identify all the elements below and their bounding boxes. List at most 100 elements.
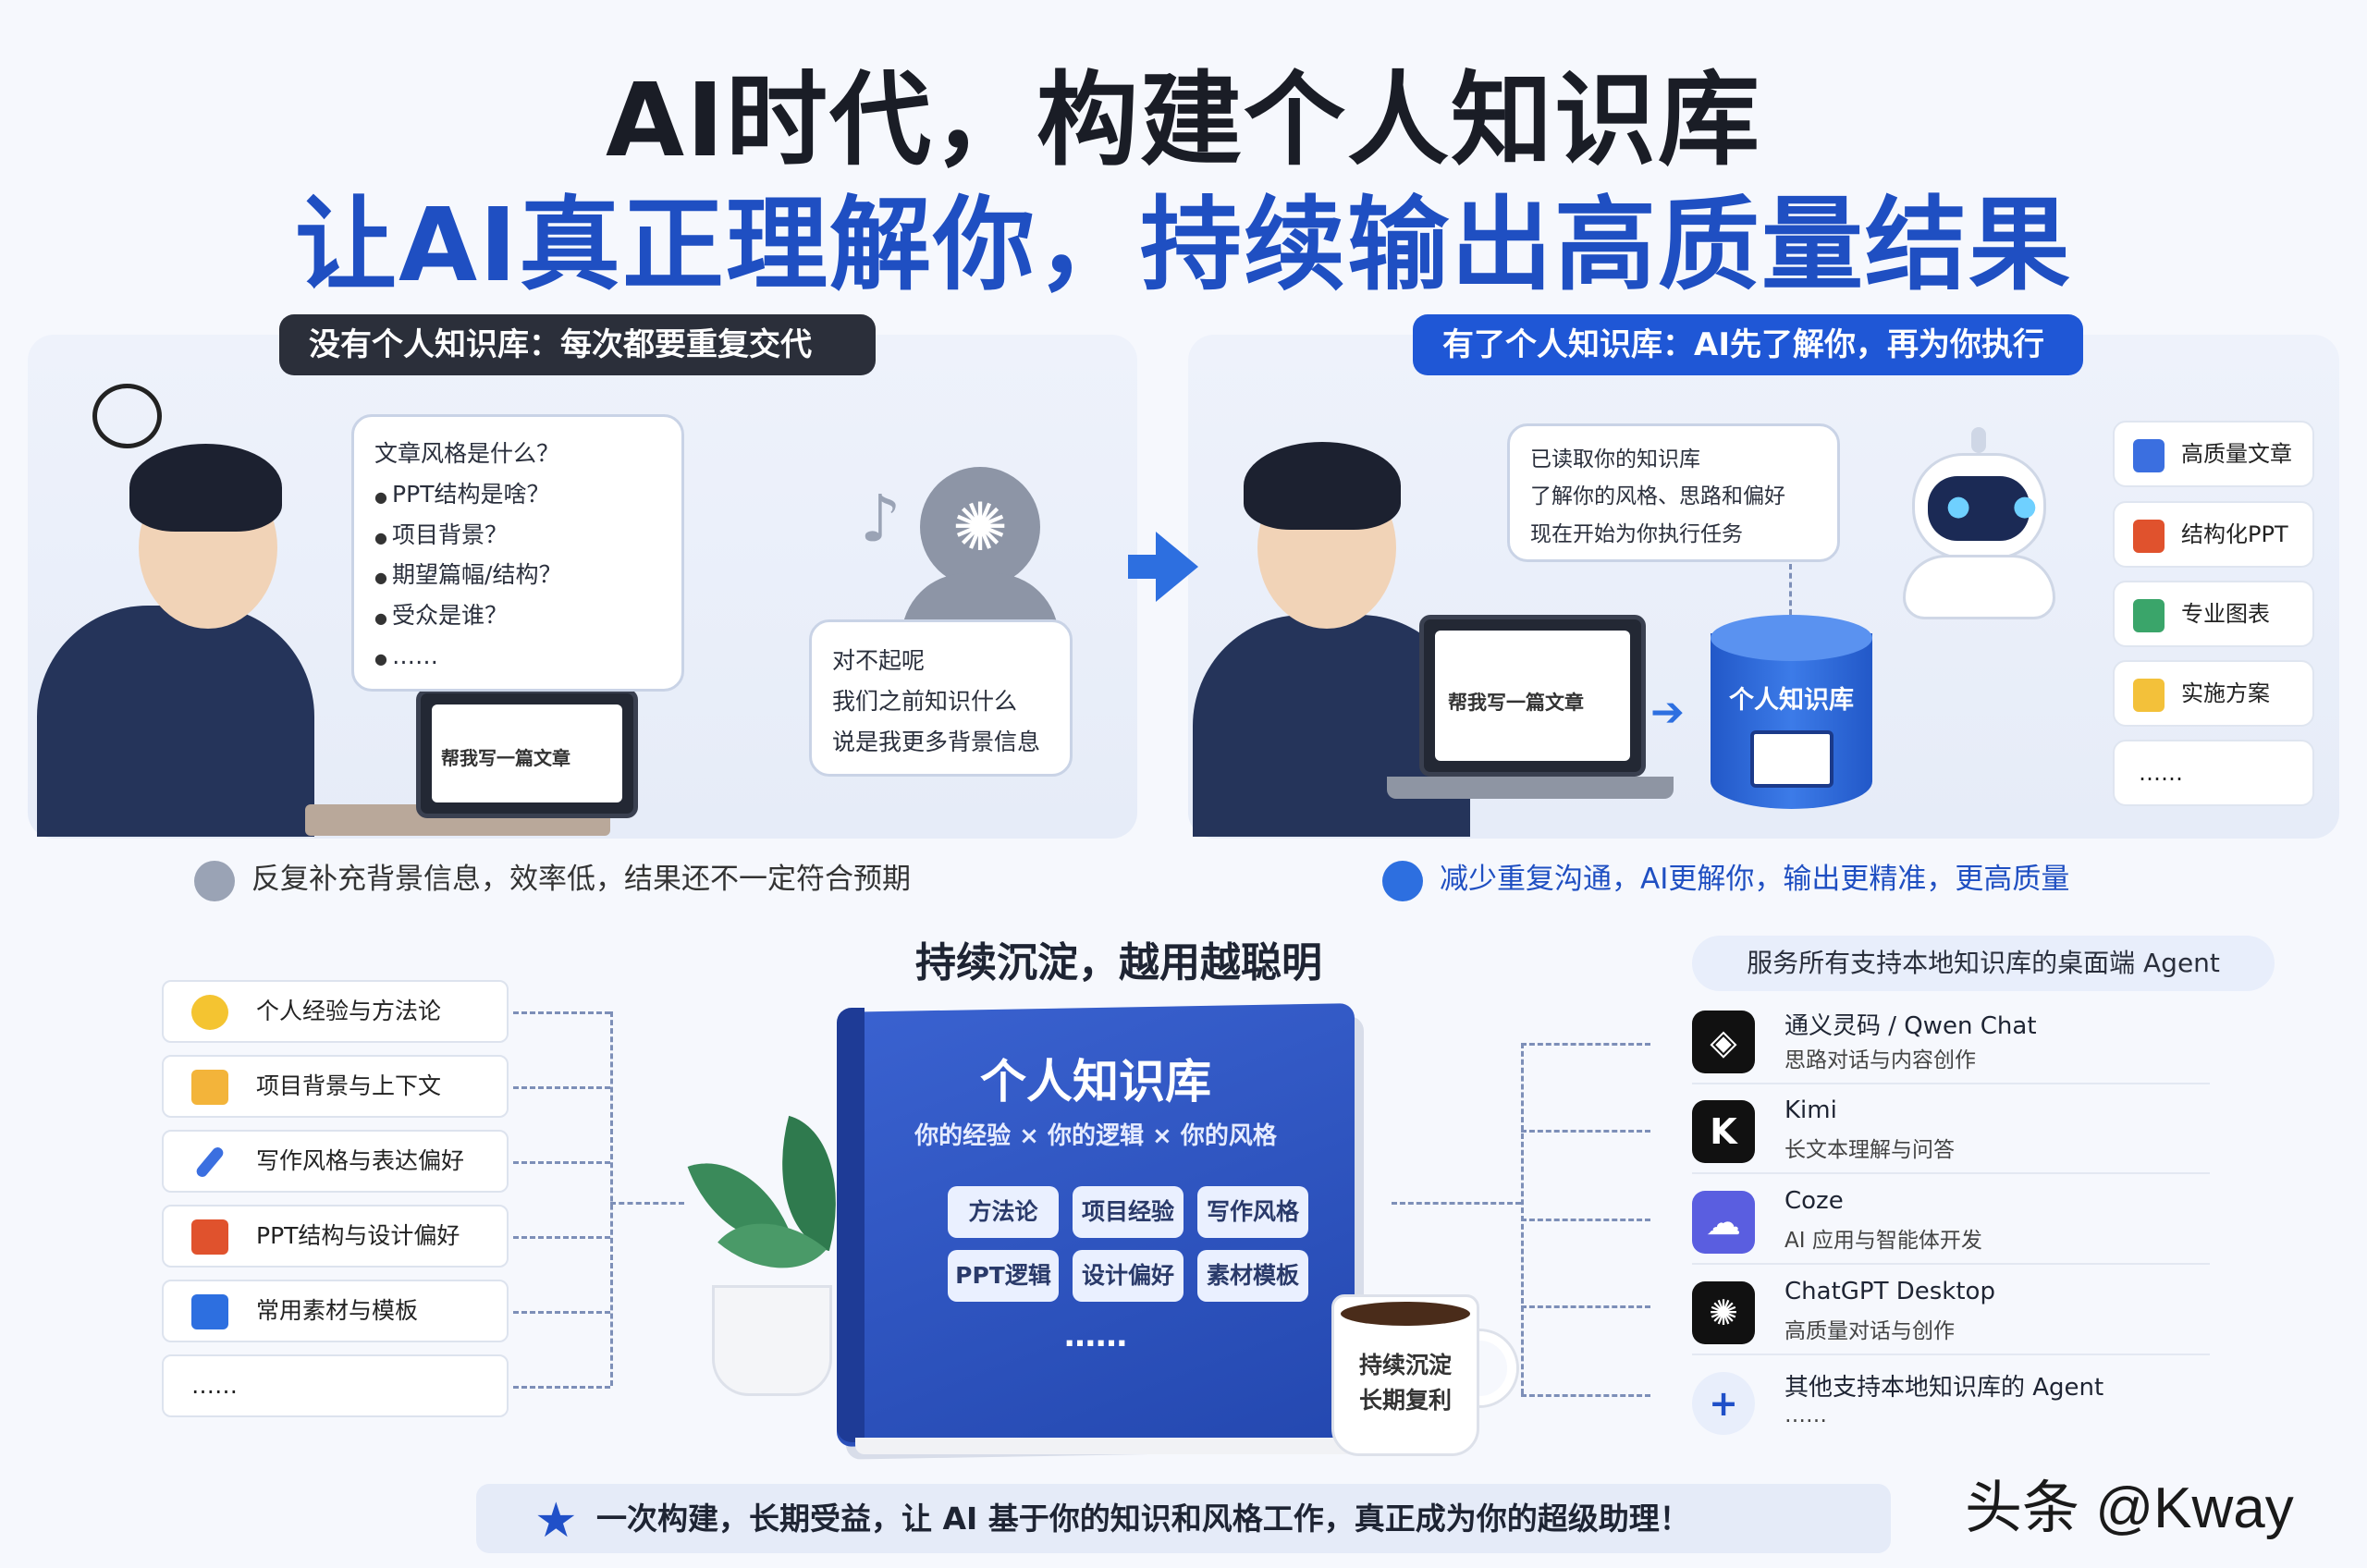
kimi-icon: K xyxy=(1692,1100,1755,1163)
robot-eyes: ● ● xyxy=(1946,490,2054,522)
output-card-chart: 专业图表 xyxy=(2113,581,2314,647)
ai-reply-line: 说是我更多背景信息 xyxy=(832,728,1041,755)
agent-connector xyxy=(1521,1394,1650,1397)
output-card-more: …… xyxy=(2113,740,2314,806)
transition-arrow-icon xyxy=(1156,532,1198,602)
knowledge-book-pages xyxy=(855,1438,1355,1454)
laptop-to-db-arrow-icon: ➔ xyxy=(1650,689,1685,736)
source-connector-trunk xyxy=(610,1011,613,1386)
known-line: 了解你的风格、思路和偏好 xyxy=(1530,484,1785,509)
source-item-label: PPT结构与设计偏好 xyxy=(256,1222,460,1249)
mug-text: 持续沉淀 长期复利 xyxy=(1331,1348,1479,1417)
coffee-surface xyxy=(1341,1302,1470,1326)
robot-antenna xyxy=(1971,427,1986,453)
book-tag: 项目经验 xyxy=(1073,1186,1184,1238)
question-heading: 文章风格是什么？ xyxy=(374,440,560,467)
agent-desc: AI 应用与智能体开发 xyxy=(1784,1229,1982,1253)
agent-desc: 高质量对话与创作 xyxy=(1784,1319,1955,1343)
bubble-to-db-connector xyxy=(1789,564,1792,615)
transition-arrow-shaft xyxy=(1128,555,1158,579)
chatgpt-icon: ✺ xyxy=(1692,1281,1755,1344)
mug-line: 长期复利 xyxy=(1358,1386,1452,1414)
book-to-agents-connector xyxy=(1392,1202,1521,1205)
right-status-line: 减少重复沟通，AI更解你，输出更精准，更高质量 xyxy=(1382,855,2069,901)
source-connector xyxy=(513,1011,610,1014)
source-item-materials: 常用素材与模板 xyxy=(162,1280,509,1342)
output-label: …… xyxy=(2139,760,2183,786)
page-subtitle: 让AI真正理解你，持续输出高质量结果 xyxy=(294,186,2073,304)
book-more: …… xyxy=(1064,1317,1127,1354)
sad-face-icon xyxy=(194,860,235,901)
ai-reply-line: 我们之前知识什么 xyxy=(832,687,1018,715)
happy-face-icon xyxy=(1382,860,1423,901)
image-chart-icon xyxy=(2133,599,2165,632)
knowledge-book-spine xyxy=(837,1008,865,1442)
book-tag: 素材模板 xyxy=(1197,1250,1308,1302)
agent-name: 通义灵码 / Qwen Chat xyxy=(1784,1012,2037,1040)
question-bubble: 文章风格是什么？ PPT结构是啥？ 项目背景？ 期望篇幅/结构？ 受众是谁？ …… xyxy=(351,414,684,692)
book-tag: 方法论 xyxy=(948,1186,1059,1238)
source-item-more: …… xyxy=(162,1354,509,1417)
plant-pot xyxy=(712,1285,832,1396)
book-tag: 设计偏好 xyxy=(1073,1250,1184,1302)
knowledge-base-cylinder-top xyxy=(1711,615,1872,661)
watermark: 头条 @Kway xyxy=(1965,1476,2294,1540)
agent-item-coze: ☁ Coze AI 应用与智能体开发 xyxy=(1692,1182,2210,1265)
agent-connector xyxy=(1521,1043,1650,1046)
mug-line: 持续沉淀 xyxy=(1358,1352,1452,1378)
agent-list-header: 服务所有支持本地知识库的桌面端 Agent xyxy=(1692,936,2275,991)
person-left-hair xyxy=(129,444,282,532)
question-item: 期望篇幅/结构？ xyxy=(374,555,661,595)
source-item-writing: 写作风格与表达偏好 xyxy=(162,1130,509,1193)
laptop-right-base xyxy=(1387,777,1674,799)
confused-scribble-icon xyxy=(92,384,162,448)
agent-item-chatgpt: ✺ ChatGPT Desktop 高质量对话与创作 xyxy=(1692,1272,2210,1355)
output-label: 专业图表 xyxy=(2181,601,2270,627)
left-panel-label: 没有个人知识库：每次都要重复交代 xyxy=(279,314,876,375)
person-left xyxy=(37,606,314,837)
agent-item-qwen: ◈ 通义灵码 / Qwen Chat 思路对话与内容创作 xyxy=(1692,1001,2210,1084)
agent-name: 其他支持本地知识库的 Agent xyxy=(1784,1374,2104,1402)
agent-desc: 长文本理解与问答 xyxy=(1784,1138,1955,1162)
laptop-right: 帮我写一篇文章 xyxy=(1419,615,1646,777)
robot-body xyxy=(1903,555,2055,619)
agent-connector xyxy=(1521,1130,1650,1133)
book-title: 个人知识库 xyxy=(980,1055,1211,1109)
plus-icon: + xyxy=(1692,1372,1755,1435)
book-subtitle: 你的经验 × 你的逻辑 × 你的风格 xyxy=(914,1122,1277,1150)
folder-icon xyxy=(2133,679,2165,712)
output-label: 高质量文章 xyxy=(2181,441,2292,467)
presentation-icon xyxy=(191,1219,228,1255)
right-status-text: 减少重复沟通，AI更解你，输出更精准，更高质量 xyxy=(1440,863,2070,896)
agent-item-kimi: K Kimi 长文本理解与问答 xyxy=(1692,1091,2210,1174)
pen-icon xyxy=(194,1145,226,1180)
page-title: AI时代，构建个人知识库 xyxy=(605,61,1762,179)
star-icon: ★ xyxy=(534,1493,578,1549)
agent-name: ChatGPT Desktop xyxy=(1784,1278,1995,1305)
source-item-label: 项目背景与上下文 xyxy=(256,1072,442,1099)
knowledge-read-bubble: 已读取你的知识库 了解你的风格、思路和偏好 现在开始为你执行任务 xyxy=(1507,423,1840,562)
question-item: 项目背景？ xyxy=(374,515,661,556)
ai-reply-bubble: 对不起呢 我们之前知识什么 说是我更多背景信息 xyxy=(809,619,1073,777)
source-item-methodology: 个人经验与方法论 xyxy=(162,980,509,1043)
right-panel-label: 有了个人知识库：AI先了解你，再为你执行 xyxy=(1413,314,2083,375)
output-label: 实施方案 xyxy=(2181,680,2270,706)
agent-connector xyxy=(1521,1305,1650,1308)
source-item-context: 项目背景与上下文 xyxy=(162,1055,509,1118)
book-tag: 写作风格 xyxy=(1197,1186,1308,1238)
known-line: 已读取你的知识库 xyxy=(1530,447,1700,472)
agent-desc: …… xyxy=(1784,1403,1827,1427)
folder-icon xyxy=(191,1070,228,1105)
laptop-left-text: 帮我写一篇文章 xyxy=(441,747,570,769)
book-tag: PPT逻辑 xyxy=(948,1250,1059,1302)
source-item-ppt: PPT结构与设计偏好 xyxy=(162,1205,509,1268)
agent-connector xyxy=(1521,1219,1650,1221)
source-connector xyxy=(513,1161,610,1164)
known-line: 现在开始为你执行任务 xyxy=(1530,521,1743,546)
doc-icon xyxy=(2133,439,2165,472)
ppt-icon xyxy=(2133,520,2165,553)
source-item-label: 个人经验与方法论 xyxy=(256,998,442,1024)
qwen-icon: ◈ xyxy=(1692,1011,1755,1073)
source-item-label: …… xyxy=(191,1372,238,1399)
lightbulb-icon xyxy=(191,995,228,1030)
